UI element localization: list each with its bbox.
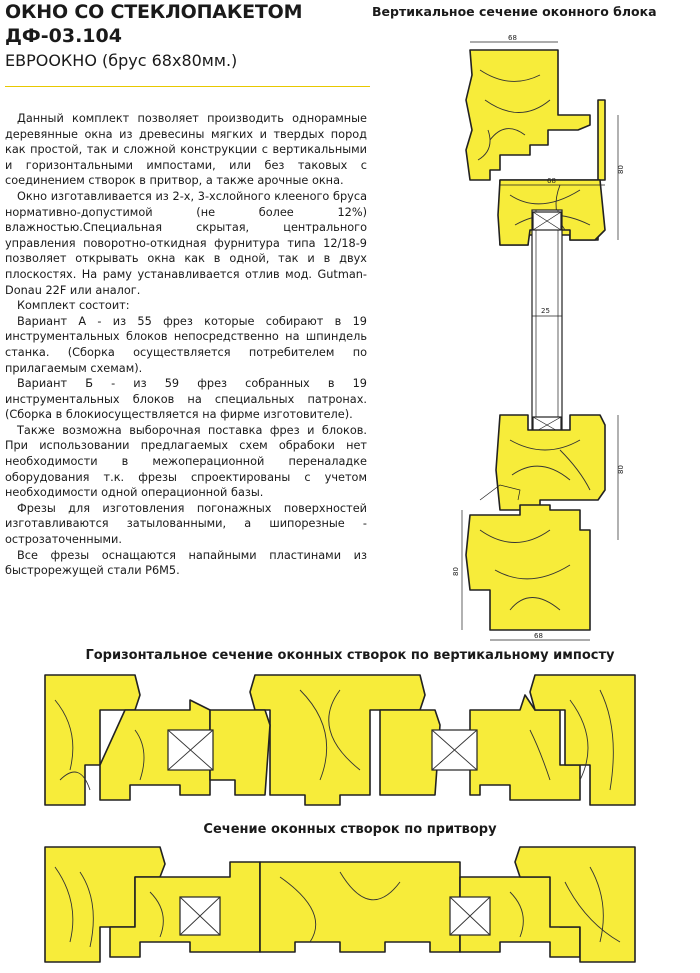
vertical-section-title: Вертикальное сечение оконного блока bbox=[372, 4, 657, 19]
paragraph: Фрезы для изготовления погонажных поверх… bbox=[5, 501, 367, 547]
dim-frame-width: 68 bbox=[534, 632, 543, 640]
rebate-section-title: Сечение оконных створок по притвору bbox=[203, 822, 497, 837]
paragraph: Все фрезы оснащаются напайными пластинам… bbox=[5, 548, 367, 578]
dim-frame-height: 80 bbox=[452, 567, 460, 576]
subtitle: ЕВРООКНО (брус 68х80мм.) bbox=[5, 51, 238, 70]
paragraph: Данный комплект позволяет производить од… bbox=[5, 112, 367, 188]
vertical-section-drawing: 68 80 68 25 80 80 68 bbox=[452, 34, 625, 641]
title-line2: ДФ-03.104 bbox=[5, 25, 122, 47]
top-frame-profile bbox=[465, 49, 591, 181]
glass-unit bbox=[531, 209, 563, 436]
dim-sash-width: 68 bbox=[547, 177, 556, 185]
dim-top-height: 80 bbox=[617, 165, 625, 174]
description-text: Данный комплект позволяет производить од… bbox=[5, 111, 367, 579]
dim-top-width: 68 bbox=[508, 34, 517, 42]
title-rule bbox=[5, 86, 370, 87]
horizontal-section-title: Горизонтальное сечение оконных створок п… bbox=[85, 648, 615, 663]
lower-sash-profile bbox=[495, 414, 606, 511]
dim-lower-height: 80 bbox=[617, 465, 625, 474]
paragraph: Также возможна выборочная поставка фрез … bbox=[5, 423, 367, 500]
lower-frame-profile bbox=[465, 504, 591, 631]
dim-glass: 25 bbox=[541, 307, 550, 315]
paragraph: Комплект состоит: bbox=[17, 299, 130, 313]
title-line1: ОКНО СО СТЕКЛОПАКЕТОМ bbox=[5, 1, 303, 23]
rebate-section-drawing bbox=[44, 846, 636, 963]
paragraph: Вариант А - из 55 фрез которые собирают … bbox=[5, 314, 367, 375]
paragraph: Окно изготавливается из 2-х, 3-хслойного… bbox=[5, 189, 367, 297]
horizontal-section-drawing bbox=[44, 674, 636, 806]
paragraph: Вариант Б - из 59 фрез собранных в 19 ин… bbox=[5, 377, 367, 422]
